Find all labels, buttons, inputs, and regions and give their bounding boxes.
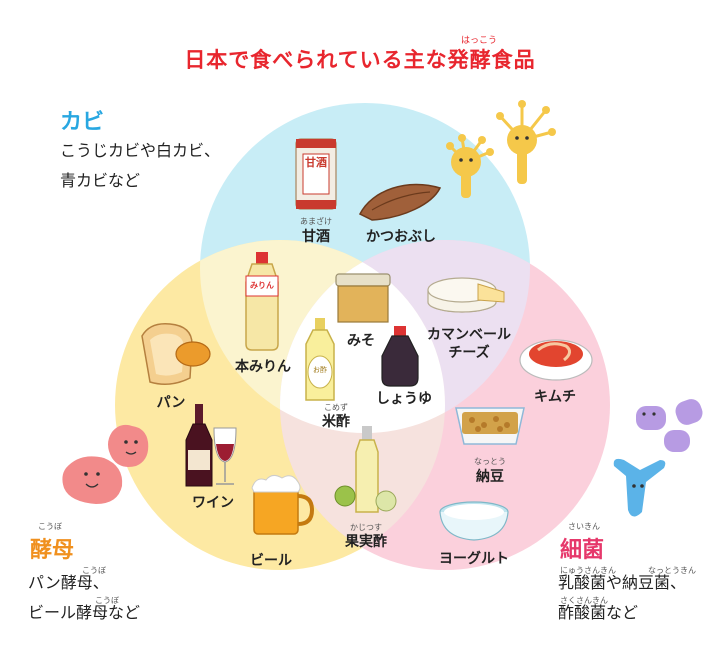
yeast-desc-1-ruby: こうぼ	[82, 566, 106, 575]
mold-character-illustration	[446, 100, 556, 198]
pan-label: パン	[156, 395, 186, 411]
title-ruby: はっこう	[461, 36, 498, 46]
kajitsusu-label: 果実酢	[345, 534, 387, 550]
amazake-label: 甘酒	[302, 229, 330, 245]
wine-illustration	[185, 404, 237, 487]
shoyu-bottle-illustration	[381, 326, 419, 387]
kimchi-illustration	[519, 339, 593, 381]
beer-illustration	[251, 474, 315, 535]
page-title: 日本で食べられている主な発酵食品	[184, 48, 536, 72]
amazake-can-illustration	[295, 138, 337, 210]
beer-label: ビール	[250, 553, 292, 569]
camembert-label-2: チーズ	[448, 345, 490, 361]
yeast-character-illustration	[62, 424, 149, 504]
bacteria-desc-1-ruby-a: にゅうさんきん	[560, 566, 616, 575]
bacteria-group-title-ruby: さいきん	[568, 522, 600, 531]
bacteria-group-desc-1: 乳酸菌や納豆菌、	[558, 573, 687, 592]
yeast-group-title-ruby: こうぼ	[38, 522, 62, 531]
camembert-label-1: カマンベール	[427, 327, 511, 343]
kimchi-label: キムチ	[534, 389, 576, 405]
katsuobushi-label: かつおぶし	[366, 229, 436, 245]
bacteria-group-desc-2: 酢酸菌など	[558, 603, 639, 622]
kajitsusu-bottle-illustration	[334, 426, 397, 513]
yeast-group-title: 酵母	[30, 538, 75, 563]
bacteria-character-illustration	[613, 399, 703, 517]
hon-mirin-bottle-illustration	[245, 252, 279, 351]
miso-label: みそ	[347, 333, 375, 349]
mold-group-title: カビ	[60, 110, 105, 135]
komezu-label: 米酢	[322, 414, 350, 430]
camembert-cheese-illustration	[427, 277, 505, 313]
natto-illustration	[455, 407, 525, 445]
kajitsusu-ruby: かじつす	[350, 523, 382, 532]
hon-mirin-label: 本みりん	[235, 359, 291, 375]
mirin-bottle-text: みりん	[250, 281, 274, 290]
amazake-ruby: あまざけ	[300, 217, 332, 226]
mold-group-desc-2: 青カビなど	[60, 171, 141, 190]
amazake-can-text: 甘酒	[305, 156, 327, 169]
komezu-bottle-text: お酢	[313, 366, 327, 374]
yeast-group-desc-1: パン酵母、	[28, 573, 109, 592]
natto-ruby: なっとう	[474, 457, 506, 466]
yeast-group-desc-2: ビール酵母など	[28, 603, 141, 622]
miso-illustration	[335, 273, 391, 323]
bread-illustration	[141, 323, 211, 385]
wine-label: ワイン	[192, 495, 234, 511]
bacteria-desc-1-ruby-b: なっとうきん	[648, 566, 696, 575]
bacteria-desc-2-ruby: さくさんきん	[560, 596, 608, 605]
yogurt-illustration	[439, 501, 509, 541]
komezu-ruby: こめず	[324, 403, 348, 412]
bacteria-group-title: 細菌	[560, 538, 605, 563]
mold-group-desc-1: こうじカビや白カビ、	[60, 141, 221, 160]
natto-label: 納豆	[476, 469, 504, 485]
yogurt-label: ヨーグルト	[439, 551, 509, 567]
yeast-desc-2-ruby: こうぼ	[95, 596, 119, 605]
shoyu-label: しょうゆ	[376, 391, 432, 407]
katsuobushi-illustration	[358, 183, 442, 221]
komezu-bottle-illustration	[305, 318, 335, 401]
